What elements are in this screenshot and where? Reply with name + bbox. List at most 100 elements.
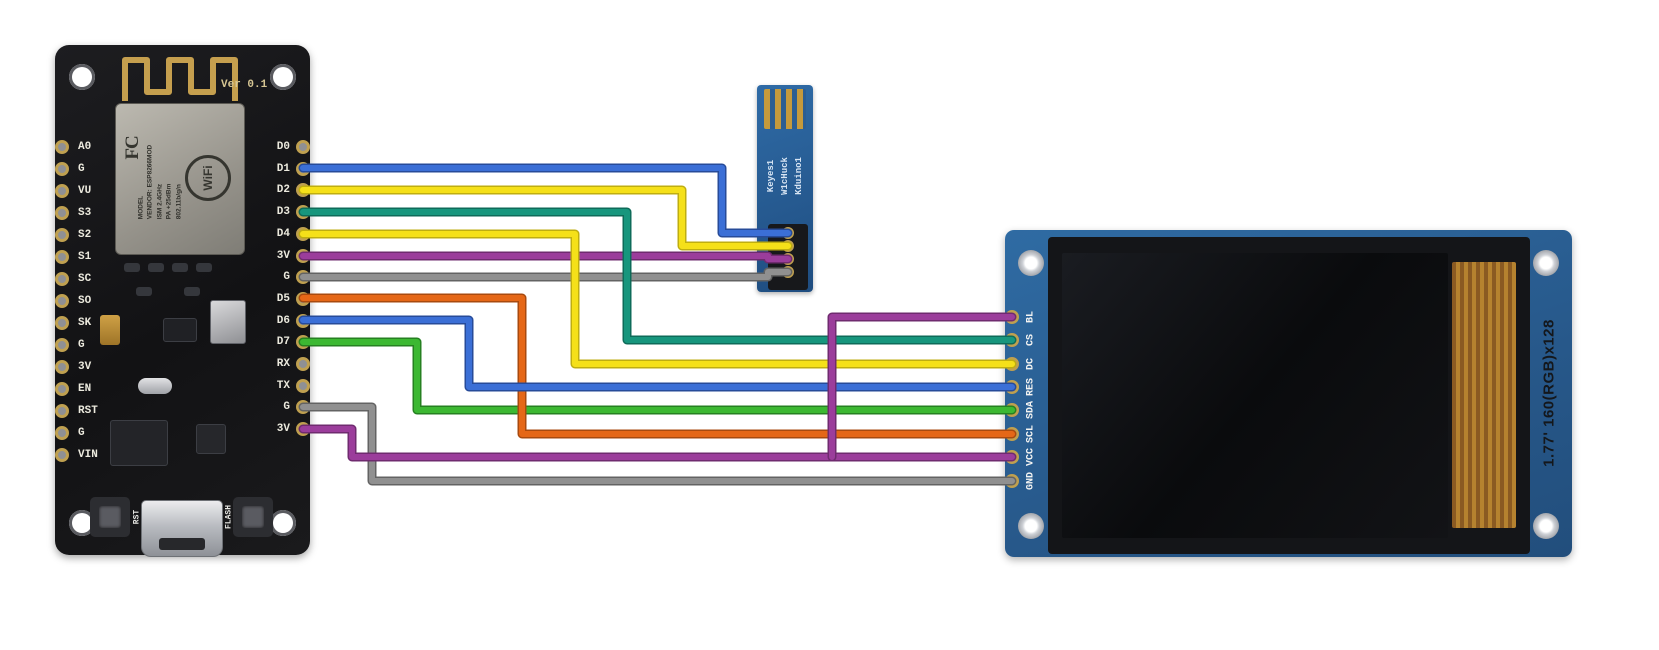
nodemcu-pin-label: D4 [276,228,290,240]
nodemcu-mount-hole [270,64,296,90]
nodemcu-pin-label: G [78,163,85,175]
wire-d7-to-tft-sda [300,339,1015,413]
nodemcu-pin-label: SK [78,317,92,329]
wire-d6-to-tft-res [300,317,1015,390]
micro-usb-slot [159,538,205,550]
nodemcu-pin-label: A0 [78,141,92,153]
wire-d3-to-tft-cs [300,209,1015,343]
tft-pin-label-SDA: SDA [1025,400,1037,420]
adapter-label: W1cHuck [780,157,790,195]
wire-outline-d7-to-tft-sda [298,337,1017,415]
nodemcu-pin-label: VU [78,185,92,197]
nodemcu-pin-label: 3V [276,423,290,435]
wire-3v3-to-adapter [300,253,791,262]
nodemcu-pin-label: D2 [276,184,290,196]
version-label: Ver 0.1 [221,79,268,91]
nodemcu-pin-right-G [296,270,310,284]
tft-pin-DC [1005,357,1019,371]
tft-flex-connector [1452,262,1516,528]
tft-pin-label-BL: BL [1025,310,1037,324]
tft-pin-label-VCC: VCC [1025,447,1037,467]
adapter-label: Keyes1 [766,159,776,193]
tft-pin-GND [1005,474,1019,488]
wire-d1-to-adapter [300,165,791,236]
tft-pin-BL [1005,310,1019,324]
wire-outline-gnd-to-adapter [298,267,793,282]
tft-mount-hole [1533,513,1559,539]
nodemcu-pin-left-A0 [55,140,69,154]
tft-mount-hole [1018,513,1044,539]
wire-outline-d1-to-adapter [298,163,793,238]
wifi-logo-text: WiFi [201,165,215,191]
tft-mount-hole [1018,250,1044,276]
nodemcu-pin-left-SO [55,294,69,308]
tft-pin-label-CS: CS [1025,333,1037,347]
nodemcu-pin-right-D0 [296,140,310,154]
rst-button [90,497,130,537]
regulator-chip [163,318,197,342]
crystal-component [138,378,172,394]
nodemcu-pin-label: D0 [276,141,290,153]
nodemcu-pin-label: G [283,401,290,413]
wire-d4-to-tft-dc [300,231,1015,367]
tft-pin-label-GND: GND [1025,471,1037,491]
nodemcu-pin-label: 3V [276,250,290,262]
nodemcu-pin-right-D4 [296,227,310,241]
nodemcu-pin-left-RST [55,404,69,418]
tft-pin-label-RES: RES [1025,377,1037,397]
nodemcu-pin-left-S2 [55,228,69,242]
adapter-pin-2 [782,240,794,252]
smd-resistor [184,287,200,296]
nodemcu-pin-label: G [283,271,290,283]
nodemcu-pin-left-G [55,426,69,440]
wire-gnd-to-adapter [300,269,791,280]
nodemcu-mount-hole [69,64,95,90]
ic-component [196,424,226,454]
nodemcu-pin-right-D6 [296,314,310,328]
nodemcu-pin-right-RX [296,357,310,371]
shield-print-line: ISM 2.4GHz [156,183,164,220]
nodemcu-pin-right-D3 [296,205,310,219]
rst-button-label: RST [132,509,142,525]
nodemcu-pin-right-3V [296,249,310,263]
nodemcu-pin-right-D2 [296,183,310,197]
tft-mount-hole [1533,250,1559,276]
antenna-trace [122,57,238,101]
shield-print-line: MODEL [137,195,145,220]
nodemcu-pin-label: SO [78,295,92,307]
wire-outline-3v3-to-adapter [298,251,793,264]
nodemcu-pin-left-VU [55,184,69,198]
wire-outline-d4-to-tft-dc [298,229,1017,369]
nodemcu-pin-label: D5 [276,293,290,305]
nodemcu-pin-label: EN [78,383,92,395]
nodemcu-pin-label: 3V [78,361,92,373]
nodemcu-pin-left-SK [55,316,69,330]
nodemcu-pin-left-VIN [55,448,69,462]
nodemcu-pin-left-S1 [55,250,69,264]
wire-vcc-branch-to-tft-bl [829,314,1015,460]
nodemcu-mount-hole [270,510,296,536]
adapter-label: Kduino1 [794,157,804,195]
adapter-pin-4 [782,266,794,278]
nodemcu-pin-label: RST [78,405,98,417]
smd-resistor [136,287,152,296]
nodemcu-pin-right-D5 [296,292,310,306]
nodemcu-pin-label: D7 [276,336,290,348]
nodemcu-pin-label: D3 [276,206,290,218]
nodemcu-pin-label: G [78,427,85,439]
pcb-antenna-icon [122,57,238,101]
tft-pin-label-DC: DC [1025,357,1037,371]
capacitor-component [100,315,120,345]
nodemcu-pin-label: RX [276,358,290,370]
smd-resistor [172,263,188,272]
nodemcu-pin-right-D7 [296,335,310,349]
wire-outline-vcc-branch-to-tft-bl [827,312,1017,462]
nodemcu-pin-right-TX [296,379,310,393]
nodemcu-pin-left-S3 [55,206,69,220]
adapter-edge-contacts [764,89,806,129]
nodemcu-pin-right-3V [296,422,310,436]
flash-button [233,497,273,537]
nodemcu-pin-label: S2 [78,229,92,241]
tft-pin-SCL [1005,427,1019,441]
flash-button-label: FLASH [224,504,234,530]
